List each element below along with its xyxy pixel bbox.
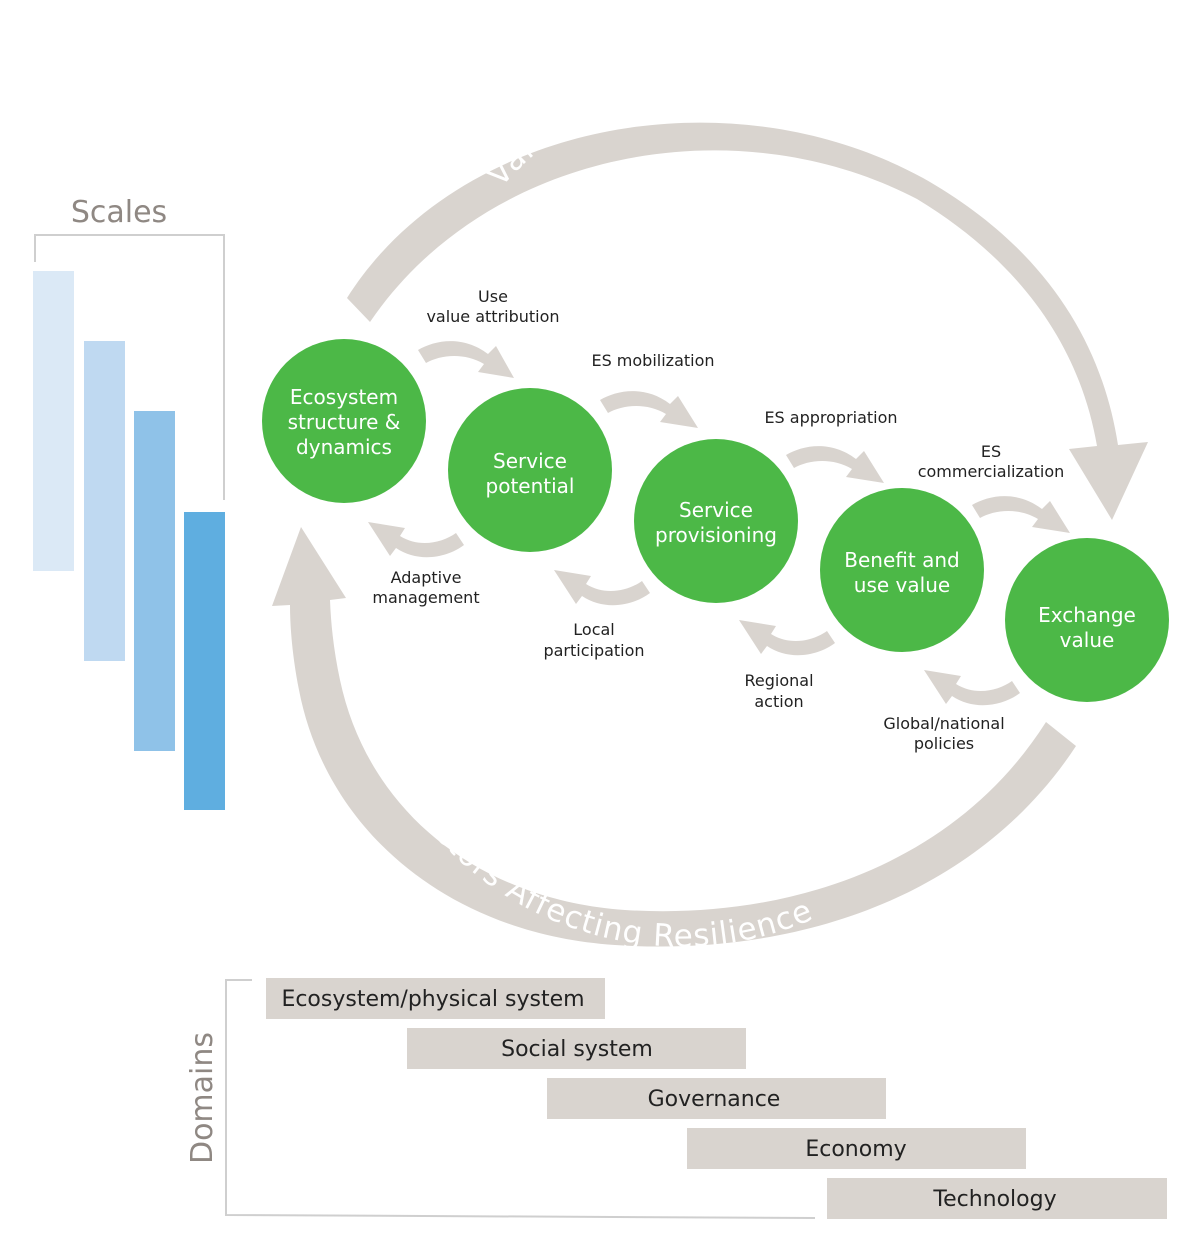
- scales-title: Scales: [71, 195, 167, 230]
- forward-arrow-3: [786, 446, 884, 483]
- feedback-arrows: [368, 522, 1020, 706]
- forward-labels: Use value attribution ES mobilization ES…: [426, 287, 1064, 481]
- scales-bracket: [34, 234, 225, 500]
- forward-arrow-1: [418, 341, 514, 378]
- scales-section: Scales: [33, 195, 225, 810]
- domain-label-social: Social system: [501, 1037, 653, 1062]
- node-3-line-1: Service: [679, 498, 753, 522]
- node-5-line-1: Exchange: [1038, 603, 1136, 627]
- feedback-arrow-3: [739, 620, 835, 656]
- bottom-arc-label: Actors Affecting Resilience: [414, 800, 818, 954]
- node-benefit-use-value: [820, 488, 984, 652]
- forward-label-1-line-2: value attribution: [426, 307, 559, 326]
- feedback-label-2-line-2: participation: [543, 641, 644, 660]
- domain-bar-economy: [687, 1128, 1026, 1169]
- feedback-label-1-line-1: Adaptive: [391, 568, 462, 587]
- feedback-label-4-line-1: Global/national: [883, 714, 1004, 733]
- forward-label-2: ES mobilization: [591, 351, 714, 370]
- forward-label-4-line-1: ES: [981, 442, 1001, 461]
- scale-bar-4: [184, 512, 225, 810]
- domain-bar-technology: [827, 1178, 1167, 1219]
- node-4-line-1: Benefit and: [844, 548, 959, 572]
- domains-section: Domains Ecosystem/physical system Social…: [185, 978, 1167, 1219]
- domain-bar-governance: [547, 1078, 886, 1119]
- feedback-label-3-line-1: Regional: [744, 671, 813, 690]
- feedback-label-1-line-2: management: [372, 588, 479, 607]
- node-service-potential: [448, 388, 612, 552]
- feedback-label-2-line-1: Local: [573, 620, 614, 639]
- domain-label-governance: Governance: [648, 1087, 781, 1112]
- node-3-line-2: provisioning: [655, 523, 777, 547]
- forward-label-3: ES appropriation: [764, 408, 897, 427]
- scale-bar-1: [33, 271, 74, 571]
- domains-bracket: [225, 979, 816, 1219]
- node-5-line-2: value: [1060, 628, 1115, 652]
- node-1-line-1: Ecosystem: [290, 385, 398, 409]
- node-4-line-2: use value: [854, 573, 950, 597]
- node-1-line-3: dynamics: [296, 435, 392, 459]
- forward-label-4-line-2: commercialization: [918, 462, 1065, 481]
- forward-arrow-4: [972, 496, 1070, 533]
- forward-arrows: [418, 341, 1070, 533]
- nodes: Ecosystem structure & dynamics Service p…: [262, 339, 1169, 702]
- feedback-arrow-1: [368, 522, 464, 558]
- domain-bar-social: [407, 1028, 746, 1069]
- domains-title: Domains: [185, 1032, 220, 1164]
- feedback-arrow-4: [924, 670, 1020, 706]
- node-exchange-value: [1005, 538, 1169, 702]
- domain-label-economy: Economy: [805, 1137, 906, 1162]
- domain-label-ecosystem: Ecosystem/physical system: [281, 987, 584, 1012]
- node-2-line-2: potential: [486, 474, 575, 498]
- feedback-labels: Adaptive management Local participation …: [372, 568, 1004, 753]
- node-service-provisioning: [634, 439, 798, 603]
- node-2-line-1: Service: [493, 449, 567, 473]
- feedback-label-4-line-2: policies: [914, 734, 974, 753]
- feedback-arrow-2: [554, 570, 650, 606]
- node-1-line-2: structure &: [288, 410, 401, 434]
- scale-bar-3: [134, 411, 175, 751]
- scale-bar-2: [84, 341, 125, 661]
- domain-label-technology: Technology: [932, 1187, 1056, 1212]
- forward-label-1-line-1: Use: [478, 287, 508, 306]
- forward-arrow-2: [600, 391, 698, 428]
- domain-bar-ecosystem: [266, 978, 605, 1019]
- node-ecosystem-structure: [262, 339, 426, 503]
- feedback-label-3-line-2: action: [754, 692, 803, 711]
